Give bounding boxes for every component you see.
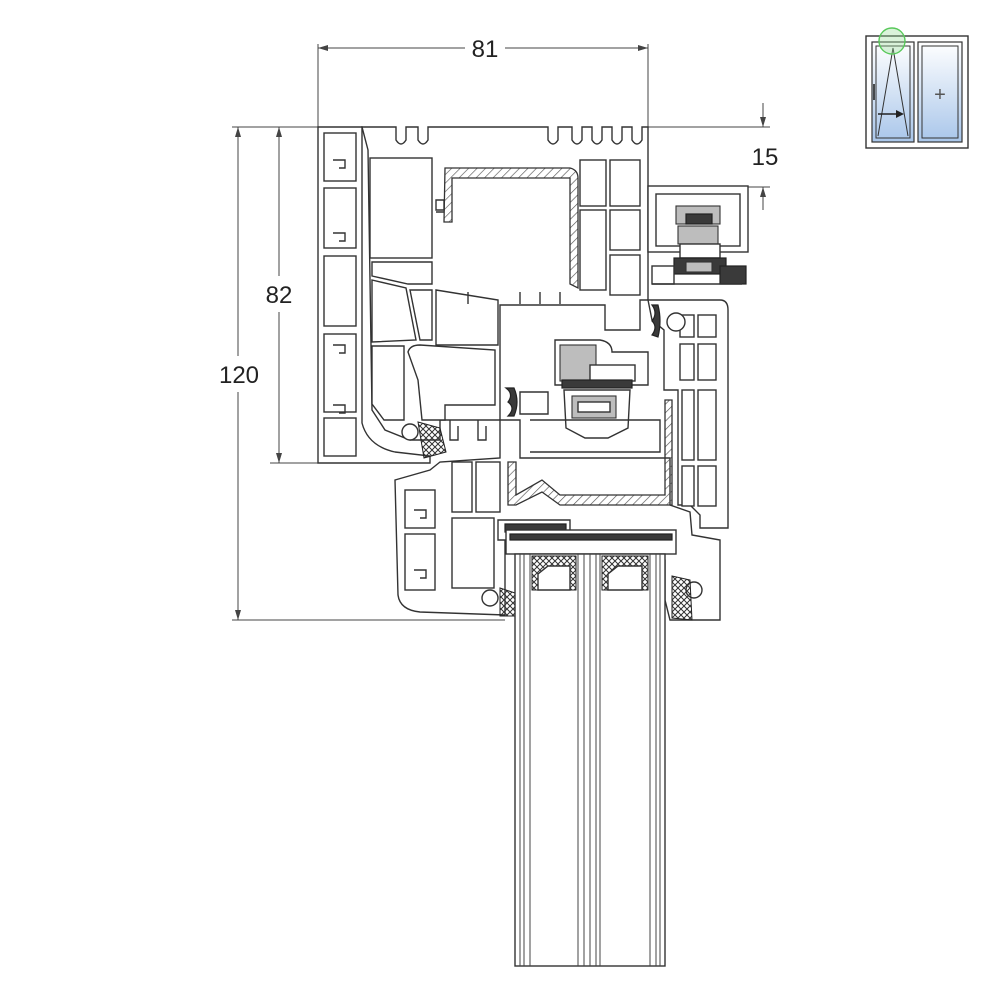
- mullion-profile: [647, 299, 729, 621]
- dimension-label-81: 81: [472, 36, 499, 63]
- fixed-pane-symbol: +: [934, 84, 946, 106]
- roller-hardware: [647, 185, 749, 285]
- highlight-circle: [878, 27, 906, 55]
- sash-steel-reinforcement: [507, 399, 673, 506]
- frame-steel-reinforcement: [435, 167, 579, 304]
- glazing-bead: [497, 519, 677, 555]
- glass-pane: [514, 553, 666, 967]
- guide-block: [504, 339, 661, 453]
- dimension-height-120: 120: [219, 126, 505, 621]
- sliding-door-icon: +: [865, 27, 969, 149]
- dimension-offset-15: 15: [648, 103, 778, 210]
- dimension-width-top: 81: [317, 36, 649, 128]
- dimension-label-82: 82: [266, 282, 293, 309]
- dimension-label-15: 15: [752, 144, 779, 171]
- dimension-label-120: 120: [219, 362, 259, 389]
